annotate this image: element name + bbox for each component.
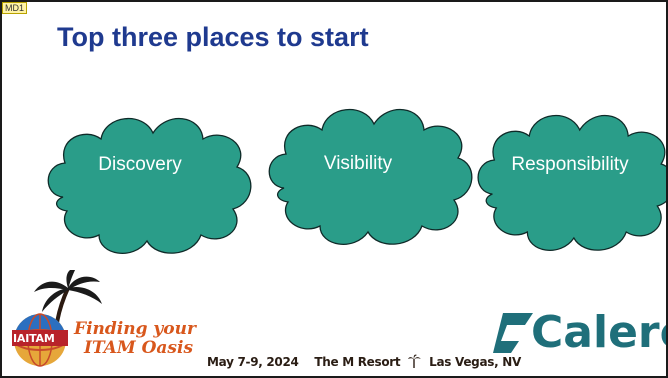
cloud-discovery (47, 117, 252, 254)
tagline-line2: ITAM Oasis (84, 338, 194, 358)
slide-title: Top three places to start (57, 22, 369, 52)
calero-logo-mark-icon (493, 313, 533, 353)
palm-tree-icon (408, 354, 422, 368)
iaitam-banner (12, 330, 68, 346)
calero-logo: Calero (489, 307, 666, 359)
event-logo (12, 270, 102, 367)
event-tagline: Finding your ITAM Oasis (74, 320, 196, 358)
cloud-label-discovery: Discovery (98, 154, 182, 175)
globe-icon (13, 313, 67, 367)
event-details: May 7-9, 2024 The M Resort Las Vegas, NV (207, 354, 521, 369)
tagline-line1: Finding your (74, 319, 196, 339)
comment-marker-icon[interactable]: MD1 (2, 2, 28, 14)
cloud-label-visibility: Visibility (323, 153, 393, 174)
iaitam-wordmark: IAITAM (13, 332, 55, 345)
calero-wordmark: Calero (531, 307, 666, 358)
event-venue: The M Resort (314, 355, 401, 369)
event-location: Las Vegas, NV (429, 355, 521, 369)
event-date: May 7-9, 2024 (207, 355, 299, 369)
cloud-label-responsibility: Responsibility (511, 154, 629, 175)
cloud-visibility (268, 108, 473, 245)
cloud-responsibility (477, 114, 666, 251)
